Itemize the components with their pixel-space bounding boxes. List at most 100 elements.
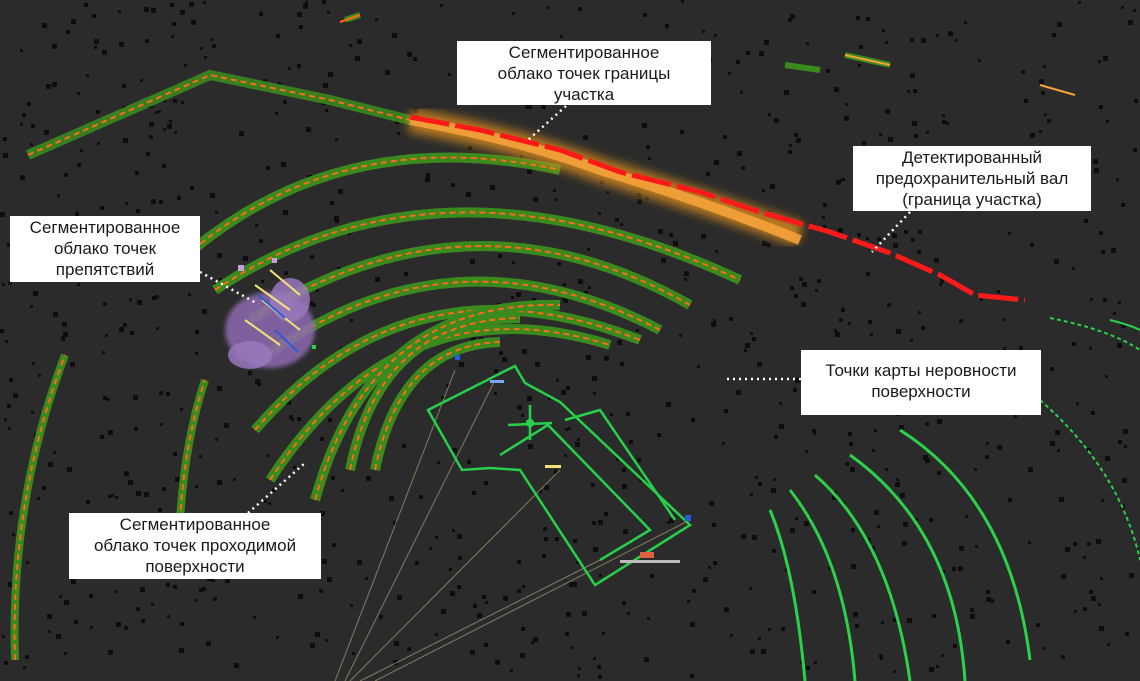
roughness-point <box>248 371 252 375</box>
roughness-point <box>921 38 926 43</box>
roughness-point <box>1111 248 1116 253</box>
roughness-point <box>974 468 977 471</box>
roughness-point <box>86 500 90 504</box>
roughness-point <box>31 411 34 414</box>
roughness-point <box>202 309 207 314</box>
roughness-point <box>1087 542 1091 546</box>
roughness-point <box>636 329 639 332</box>
roughness-point <box>180 10 185 15</box>
roughness-point <box>490 185 495 190</box>
roughness-point <box>124 626 128 630</box>
roughness-point <box>146 152 150 156</box>
roughness-point <box>1043 65 1046 68</box>
roughness-point <box>910 73 915 78</box>
roughness-point <box>48 630 51 633</box>
roughness-point <box>30 143 33 146</box>
roughness-point <box>1128 20 1133 25</box>
roughness-point <box>849 442 853 446</box>
roughness-point <box>180 622 184 626</box>
roughness-point <box>167 615 170 618</box>
roughness-point <box>47 614 52 619</box>
roughness-point <box>850 467 855 472</box>
roughness-point <box>724 607 729 612</box>
roughness-point <box>266 166 270 170</box>
roughness-point <box>597 665 601 669</box>
roughness-point <box>499 351 503 355</box>
roughness-point <box>327 11 330 14</box>
roughness-point <box>77 163 81 167</box>
roughness-point <box>762 189 765 192</box>
roughness-point <box>1125 632 1129 636</box>
roughness-point <box>851 564 856 569</box>
roughness-point <box>511 296 514 299</box>
roughness-point <box>768 113 771 116</box>
roughness-point <box>379 615 383 619</box>
roughness-point <box>560 35 563 38</box>
roughness-point <box>839 179 842 182</box>
roughness-point <box>520 653 525 658</box>
roughness-point <box>737 151 742 156</box>
roughness-point <box>67 467 72 472</box>
roughness-point <box>77 92 80 95</box>
roughness-point <box>1008 232 1011 235</box>
roughness-point <box>62 338 65 341</box>
roughness-point <box>759 51 764 56</box>
roughness-point <box>328 72 333 77</box>
roughness-point <box>627 612 630 615</box>
roughness-point <box>870 333 873 336</box>
roughness-point <box>184 64 187 67</box>
roughness-point <box>851 528 855 532</box>
roughness-point <box>397 595 402 600</box>
roughness-point <box>210 193 215 198</box>
roughness-point <box>264 500 267 503</box>
roughness-point <box>1021 70 1025 74</box>
roughness-point <box>970 614 975 619</box>
roughness-point <box>57 194 60 197</box>
roughness-point <box>86 74 89 77</box>
roughness-point <box>563 283 566 286</box>
roughness-point <box>745 343 750 348</box>
roughness-point <box>53 451 56 454</box>
roughness-point <box>1050 441 1055 446</box>
roughness-point <box>97 142 100 145</box>
roughness-point <box>845 462 849 466</box>
roughness-point <box>929 518 933 522</box>
roughness-point <box>711 322 716 327</box>
roughness-point <box>158 110 161 113</box>
roughness-point <box>573 539 577 543</box>
roughness-point <box>975 545 978 548</box>
roughness-point <box>788 150 792 154</box>
roughness-point <box>794 133 798 137</box>
roughness-point <box>30 305 33 308</box>
roughness-point <box>482 595 486 599</box>
roughness-point <box>602 632 605 635</box>
roughness-point <box>42 23 47 28</box>
roughness-point <box>397 132 400 135</box>
roughness-point <box>210 38 213 41</box>
roughness-point <box>604 356 609 361</box>
roughness-point <box>637 458 641 462</box>
roughness-point <box>123 323 127 327</box>
roughness-point <box>874 510 879 515</box>
roughness-point <box>953 644 957 648</box>
roughness-point <box>103 396 107 400</box>
roughness-point <box>1096 539 1101 544</box>
roughness-point <box>948 31 953 36</box>
roughness-point <box>817 279 821 283</box>
roughness-point <box>281 162 286 167</box>
roughness-point <box>457 585 461 589</box>
roughness-point <box>615 218 619 222</box>
roughness-point <box>965 515 968 518</box>
roughness-point <box>1008 498 1012 502</box>
roughness-point <box>794 294 798 298</box>
roughness-point <box>533 197 538 202</box>
roughness-point <box>215 211 218 214</box>
roughness-point <box>714 34 717 37</box>
roughness-point <box>680 130 684 134</box>
roughness-point <box>13 393 18 398</box>
roughness-point <box>1089 590 1093 594</box>
callout-line: поверхности <box>801 381 1041 402</box>
roughness-point <box>571 646 574 649</box>
roughness-point <box>435 633 438 636</box>
roughness-point <box>451 183 455 187</box>
